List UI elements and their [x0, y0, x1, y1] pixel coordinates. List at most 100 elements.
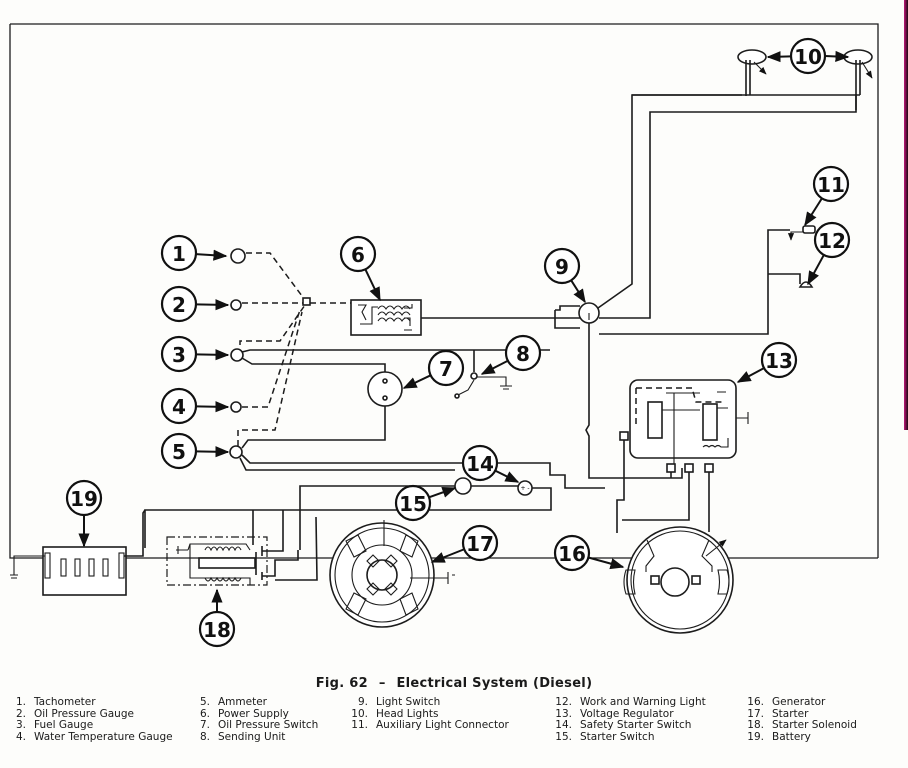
callout-number: 6: [351, 243, 365, 267]
callout-circle: [813, 221, 851, 259]
svg-text:+ -: + -: [520, 485, 529, 492]
fuel-gauge: [230, 348, 244, 362]
tachometer-gauge: [230, 248, 246, 264]
callout-number: 1: [172, 242, 186, 266]
callout-circle: [427, 349, 465, 387]
callout-arrow: [824, 50, 850, 63]
callout-arrow: [430, 548, 465, 563]
callout-7: 7: [402, 349, 465, 389]
sending-unit: [454, 350, 512, 399]
callout-number: 15: [399, 492, 427, 516]
callout-number: 3: [172, 343, 186, 367]
legend-item: 11.Auxiliary Light Connector: [351, 719, 509, 731]
legend-item: 5.Ammeter: [199, 696, 267, 708]
callout-number: 4: [172, 395, 186, 419]
callout-arrow: [428, 486, 457, 499]
figure-separator: –: [378, 676, 386, 691]
figure-border: [9, 23, 879, 559]
callout-number: 16: [558, 542, 586, 566]
legend-column-4: 12.Work and Warning Light 13.Voltage Reg…: [552, 696, 705, 743]
callout-9: 9: [543, 247, 586, 304]
callout-15: 15: [394, 484, 457, 522]
water-temperature-gauge: [230, 401, 242, 413]
callout-6: 6: [339, 235, 381, 302]
callout-number: 13: [765, 349, 793, 373]
starter-solenoid: [166, 536, 299, 586]
callout-arrow: [807, 254, 825, 286]
callout-circle: [160, 285, 198, 323]
callout-circle: [812, 165, 850, 203]
head-light-left: [737, 49, 767, 96]
callout-number: 14: [466, 452, 494, 476]
power-supply: [350, 299, 422, 336]
callout-arrow: [195, 446, 230, 458]
callout-11: 11: [804, 165, 850, 227]
callout-2: 2: [160, 285, 230, 323]
callout-4: 4: [160, 387, 230, 425]
legend-item: 6.Power Supply: [199, 707, 289, 720]
legend-item: 16.Generator: [747, 696, 826, 708]
callout-arrow: [570, 279, 586, 304]
battery: [10, 509, 146, 596]
light-switch: [554, 302, 600, 329]
callout-number: 7: [439, 357, 453, 381]
callout-circle: [504, 334, 542, 372]
legend-item: 14.Safety Starter Switch: [555, 719, 692, 731]
legend-item: 19.Battery: [747, 730, 811, 743]
regulator-wires: [616, 440, 710, 533]
callout-circle: [65, 479, 103, 517]
callout-16: 16: [553, 534, 625, 572]
legend-column-5: 16.Generator 17.Starter 18.Starter Solen…: [744, 696, 857, 743]
generator: [623, 526, 734, 634]
starter-circuit-wires: [144, 485, 552, 581]
legend-column-3: 9.Light Switch 10.Head Lights 11.Auxilia…: [348, 696, 509, 732]
callout-circle: [160, 234, 198, 272]
gauge-wires: [239, 349, 605, 489]
auxiliary-light-connector: [787, 225, 816, 241]
callout-number: 12: [818, 229, 846, 253]
legend-item: 10.Head Lights: [351, 707, 439, 720]
callout-14: 14: [461, 444, 520, 483]
callout-number: 5: [172, 440, 186, 464]
callout-circle: [198, 610, 236, 648]
legend-item: 8.Sending Unit: [199, 730, 286, 743]
callout-3: 3: [160, 335, 230, 373]
callout-circle: [339, 235, 377, 273]
instrument-dashed-wires: [237, 252, 352, 446]
callout-19: 19: [65, 479, 103, 548]
callout-arrow: [804, 197, 823, 227]
callout-arrow: [195, 249, 228, 261]
callout-arrow: [588, 556, 625, 570]
callout-circle: [553, 534, 591, 572]
callout-arrow: [736, 367, 765, 383]
callout-circle: [160, 432, 198, 470]
work-warning-light: [798, 281, 814, 288]
figure-number: Fig. 62: [315, 676, 368, 691]
legend-column-2: 5.Ammeter 6.Power Supply 7.Oil Pressure …: [190, 696, 319, 743]
legend-item: 13.Voltage Regulator: [555, 707, 674, 720]
callout-circle: [160, 335, 198, 373]
callout-12: 12: [807, 221, 851, 286]
head-light-right: [843, 49, 873, 110]
legend-item: 15.Starter Switch: [555, 730, 655, 743]
legend-item: 17.Starter: [747, 707, 809, 720]
callout-number: 18: [203, 618, 231, 642]
callout-arrow: [195, 401, 230, 413]
callout-number: 11: [817, 173, 845, 197]
callout-arrow: [195, 299, 230, 311]
callout-circle: [461, 444, 499, 482]
callout-18: 18: [198, 588, 236, 648]
oil-pressure-switch: [367, 371, 403, 407]
voltage-regulator: [619, 379, 749, 473]
starter-switch: [454, 477, 472, 495]
legend-item: 7.Oil Pressure Switch: [199, 719, 319, 731]
wiring-diagram: + -: [9, 23, 879, 648]
legend-item: 3.Fuel Gauge: [15, 719, 94, 731]
callout-circle: [461, 524, 499, 562]
callout-number: 8: [516, 342, 530, 366]
callout-number: 9: [555, 255, 569, 279]
legend-item: 18.Starter Solenoid: [747, 719, 857, 731]
callout-arrow: [480, 359, 509, 375]
callout-arrow: [494, 469, 520, 483]
callout-number: 19: [70, 487, 98, 511]
